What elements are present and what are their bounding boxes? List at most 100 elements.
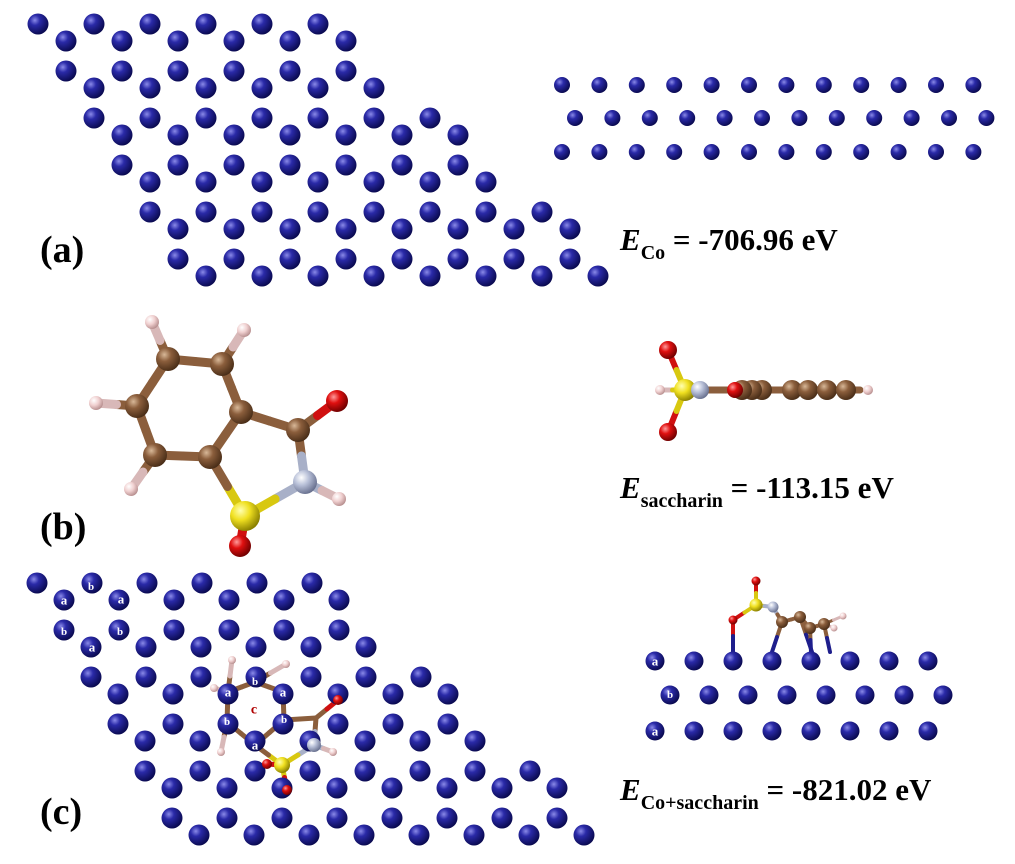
cobalt-atom [965,77,982,93]
cobalt-atom [641,110,658,126]
cobalt-atom [167,248,189,270]
cobalt-atom [251,265,273,287]
energy-co-symbol: E [620,222,641,257]
cobalt-atom [391,154,413,176]
atoms-layer [26,13,995,846]
cobalt-atom [791,110,808,126]
cobalt-atom [218,589,240,611]
cobalt-atom [840,721,860,741]
cobalt-atom [762,651,782,671]
site-label-a: a [280,685,287,700]
bond [297,715,319,722]
cobalt-atom [26,572,48,594]
cobalt-atom [645,651,665,671]
cobalt-atom [223,154,245,176]
cobalt-atom [251,107,273,129]
cobalt-atom [217,713,239,735]
cobalt-atom [723,721,743,741]
carbon-atom [817,380,837,400]
cobalt-atom [307,77,329,99]
cobalt-atom [27,13,49,35]
sulfur-atom [274,757,290,773]
hydrogen-atom [145,315,159,329]
cobalt-atom [815,144,832,160]
cobalt-atom [53,589,75,611]
cobalt-atom [327,713,349,735]
cobalt-atom [554,144,570,160]
cobalt-atom [354,760,376,782]
cobalt-atom [391,248,413,270]
site-label-a: a [61,593,68,608]
cobalt-atom [559,248,581,270]
cobalt-atom [218,619,240,641]
cobalt-atom [167,30,189,52]
cobalt-atom [703,144,720,160]
energy-saccharin: Esaccharin = -113.15 eV [620,470,894,512]
cobalt-atom [161,807,183,829]
site-label-a: a [225,685,232,700]
cobalt-atom [167,124,189,146]
cobalt-atom [546,807,568,829]
cobalt-atom [111,30,133,52]
cobalt-atom [645,721,665,741]
carbon-atom [125,394,149,418]
cobalt-atom [107,683,129,705]
cobalt-atom [279,218,301,240]
cobalt-atom [591,144,608,160]
hydrogen-atom [839,612,847,620]
cobalt-atom [436,807,458,829]
cobalt-atom [83,77,105,99]
cobalt-atom [559,218,581,240]
bond [808,638,813,654]
cobalt-atom [279,124,301,146]
cobalt-atom [251,13,273,35]
cobalt-atom [801,721,821,741]
cobalt-atom [335,218,357,240]
cobalt-atom [475,265,497,287]
sulfur-atom [674,379,696,401]
hydrogen-atom [332,492,346,506]
cobalt-atom [928,77,944,93]
hydrogen-atom [237,323,251,337]
site-label-a: a [89,640,96,655]
cobalt-atom [136,572,158,594]
cobalt-atom [190,666,212,688]
cobalt-atom [978,110,995,126]
cobalt-atom [53,619,75,641]
cobalt-atom [83,107,105,129]
cobalt-atom [699,685,719,705]
cobalt-atom [354,730,376,752]
nitrogen-atom [767,601,779,613]
cobalt-atom [81,572,103,594]
cobalt-atom [409,730,431,752]
cobalt-atom [279,248,301,270]
oxygen-atom [751,576,761,586]
energy-saccharin-subscript: saccharin [640,490,723,512]
cobalt-atom [195,201,217,223]
cobalt-atom [879,721,899,741]
cobalt-atom [741,144,757,160]
bond [825,636,832,654]
cobalt-atom [223,124,245,146]
cobalt-atom [409,760,431,782]
cobalt-atom [272,683,294,705]
oxygen-atom [333,695,343,705]
carbon-atom [198,445,222,469]
cobalt-atom [391,124,413,146]
cobalt-atom [244,730,266,752]
cobalt-atom [134,760,156,782]
oxygen-atom [659,423,677,441]
cobalt-atom [447,124,469,146]
panel-label-a: (a) [40,229,85,271]
cobalt-atom [216,807,238,829]
cobalt-atom [300,636,322,658]
cobalt-atom [353,824,375,846]
hydrogen-atom [210,684,218,692]
cobalt-atom [307,107,329,129]
panel-label-b: (b) [40,506,87,548]
cobalt-atom [83,13,105,35]
cobalt-atom [245,636,267,658]
cobalt-atom [223,30,245,52]
cobalt-atom [628,77,645,93]
